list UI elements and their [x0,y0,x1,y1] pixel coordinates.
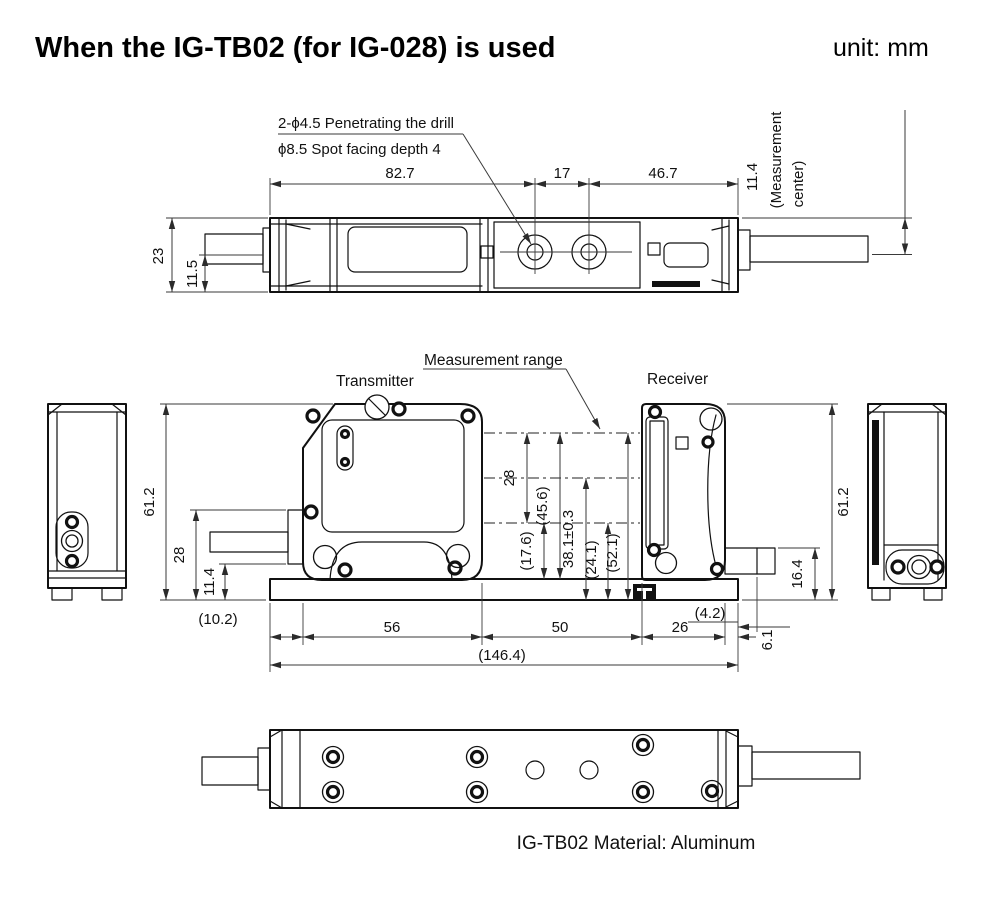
drill-note: 2-ϕ4.5 Penetrating the drill ϕ8.5 Spot f… [278,115,532,245]
side-view-left [47,403,127,601]
transmitter-cable [209,531,289,553]
dim-46-7: 46.7 [648,165,677,182]
transmitter-front [209,394,483,581]
top-view: 2-ϕ4.5 Penetrating the drill ϕ8.5 Spot f… [150,110,912,293]
bottom-cable-left [201,756,259,786]
connector-left [55,511,89,569]
dim-11-4-meas: 11.4 [744,163,761,191]
material-caption: IG-TB02 Material: Aluminum [517,833,756,854]
header: When the IG-TB02 (for IG-028) is used un… [35,32,929,64]
receiver-label: Receiver [647,371,708,388]
meas-center-note-1: (Measurement [768,111,785,209]
meas-center-note-2: center) [790,161,807,208]
drill-note-line2: ϕ8.5 Spot facing depth 4 [278,141,441,158]
dim-height-left: 61.2 [141,487,158,516]
dim-38-1: 38.1±0.3 [560,510,577,568]
dim-top-widths: 82.7 17 46.7 [269,165,739,236]
through-hole [579,760,599,780]
dim-50: 50 [552,619,569,636]
dim-56: 56 [384,619,401,636]
connector-right [885,549,945,585]
dims-front-left: 61.2 28 11.4 [141,403,333,601]
transmitter-tab [287,509,304,565]
receiver-window [645,416,669,550]
dim-16-4: 16.4 [789,559,806,588]
side-view-right [867,403,947,601]
dim-height-right: 61.2 [835,487,852,516]
dim-82-7: 82.7 [385,165,414,182]
top-view-body [204,217,869,293]
dim-range-28: 28 [501,470,518,487]
transmitter-label: Transmitter [336,373,414,390]
dim-23: 23 [150,248,167,265]
bracket-bar [269,578,739,601]
dim-52-1: (52.1) [604,533,621,572]
dim-24-1: (24.1) [583,540,600,579]
through-hole [525,760,545,780]
dim-146-4: (146.4) [478,647,526,664]
page-title: When the IG-TB02 (for IG-028) is used [35,32,555,64]
dim-top-left: 23 11.5 [150,217,268,293]
dim-meas-center-top: 11.4 (Measurement center) [742,110,912,255]
dim-28-left: 28 [171,547,188,564]
measurement-range-label: Measurement range [424,352,563,369]
drill-note-line1: 2-ϕ4.5 Penetrating the drill [278,115,454,132]
measurement-range-note: Measurement range [423,352,601,430]
dim-11-5: 11.5 [184,260,201,288]
dims-front-right: 16.4 61.2 [727,403,852,601]
dim-6-1: 6.1 [759,630,776,651]
dims-front-bottom: 6.1 (10.2) 56 50 26 (4.2) (146.4) [198,577,790,672]
front-view: Transmitter Receiver Measurement range [47,352,947,672]
dims-center: 28 (17.6) (45.6) 38.1±0.3 (24.1) (52.1) [501,433,632,600]
bottom-screws [321,733,724,804]
dim-10-2: (10.2) [198,611,237,628]
dim-45-6: (45.6) [534,486,551,525]
measurement-centerlines [484,432,640,524]
dim-26: 26 [672,619,689,636]
unit-label: unit: mm [833,34,929,62]
dim-17-6: (17.6) [518,531,535,570]
dim-11-4-left: 11.4 [201,568,218,596]
receiver-front [641,403,776,581]
bottom-view [201,729,861,809]
bottom-cable-right [751,751,861,780]
dim-4-2: (4.2) [695,605,726,622]
bracket-holes [493,221,641,289]
receiver-cable [724,547,776,575]
dim-17: 17 [554,165,571,182]
